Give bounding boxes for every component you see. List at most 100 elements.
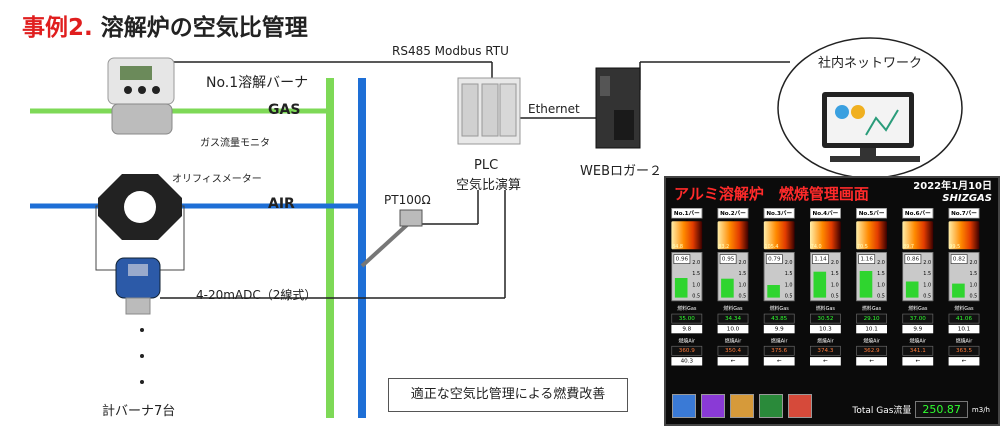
fuel-gas-value: 35.00: [671, 313, 703, 324]
flame-value: 83.2: [718, 243, 730, 250]
burner-label: No.1溶解バーナ: [206, 75, 309, 91]
temperature-value: 40.3: [671, 357, 703, 366]
flame-icon: 83.2: [717, 221, 749, 250]
title-text: 溶解炉の空気比管理: [100, 15, 308, 41]
burner-name: No.4バーナ: [810, 208, 841, 226]
fuel-gas-label: 燃料Gas: [815, 306, 835, 312]
air-ratio-value: 0.86: [904, 254, 922, 264]
burner-column: No.3バーナ105.40.792.01.51.00.5燃料Gas43.859.…: [763, 208, 795, 424]
flame-icon: 89.7: [902, 221, 934, 250]
total-gas-unit: m3/h: [971, 405, 990, 414]
pressure-value: 9.9: [902, 324, 934, 334]
home-button[interactable]: [672, 394, 696, 418]
menu-button[interactable]: [701, 394, 725, 418]
pressure-value: 10.1: [856, 324, 887, 334]
burner-name: No.2バーナ: [717, 208, 749, 226]
page-title: 事例2. 溶解炉の空気比管理: [22, 8, 308, 42]
title-prefix: 事例2.: [22, 15, 93, 41]
combustion-air-value: 341.1: [902, 345, 934, 356]
plc-sub-label: 空気比演算: [456, 178, 522, 193]
burner-name: No.3バーナ: [763, 208, 795, 226]
flame-icon: 99.5: [948, 221, 980, 250]
air-ratio-fill: [859, 271, 873, 298]
screen-button-bar: [672, 394, 812, 418]
combustion-air-label: 燃焼Air: [955, 338, 973, 344]
fuel-gas-value: 34.34: [717, 313, 749, 324]
combustion-air-value: 374.3: [810, 345, 841, 356]
network-label: 社内ネットワーク: [818, 56, 923, 71]
flame-value: 105.4: [764, 243, 779, 250]
gas-flow-monitor: [107, 57, 175, 105]
air-ratio-value: 0.79: [765, 254, 783, 264]
rs485-label: RS485 Modbus RTU: [392, 44, 509, 58]
combustion-screen: アルミ溶解炉 燃焼管理画面 2022年1月10日 SHIZGAS No.1バーナ…: [664, 176, 1000, 426]
setting-button[interactable]: [788, 394, 812, 418]
fuel-gas-label: 燃料Gas: [769, 306, 789, 312]
logger-label: WEBロガー２: [580, 164, 662, 179]
flame-icon: 84.8: [671, 221, 703, 250]
air-ratio-fill: [813, 271, 827, 298]
air-ratio-value: 0.95: [719, 254, 737, 264]
fuel-gas-value: 29.10: [856, 313, 887, 324]
signal-label: 4-20mADC（2線式）: [196, 288, 317, 302]
combustion-air-value: 375.6: [763, 345, 795, 356]
pt100-probe: [360, 222, 410, 268]
air-ratio-value: 1.16: [858, 254, 876, 264]
burner-column: No.4バーナ74.01.142.01.51.00.5燃料Gas30.5210.…: [810, 208, 841, 424]
temperature-value: ←: [717, 357, 749, 366]
pressure-value: 10.0: [717, 324, 749, 334]
burner-name: No.1バーナ: [671, 208, 703, 226]
temperature-value: ←: [810, 357, 841, 366]
pressure-value: 10.3: [810, 324, 841, 334]
total-gas-label: Total Gas流量: [852, 406, 912, 416]
air-ratio-value: 0.82: [950, 254, 968, 264]
alarm-button[interactable]: [730, 394, 754, 418]
fuel-gas-value: 30.52: [810, 313, 841, 324]
screen-date: 2022年1月10日: [913, 181, 992, 192]
air-ratio-fill: [674, 278, 688, 298]
gas-monitor-label: ガス流量モニタ: [200, 138, 270, 149]
combustion-air-value: 363.5: [948, 345, 980, 356]
fuel-gas-label: 燃料Gas: [862, 306, 882, 312]
air-ratio-value: 0.96: [673, 254, 691, 264]
combustion-air-label: 燃焼Air: [678, 338, 696, 344]
plc-label: PLC: [474, 158, 499, 173]
combustion-air-label: 燃焼Air: [724, 338, 742, 344]
burner-column: No.1バーナ84.80.962.01.51.00.5燃料Gas35.009.8…: [671, 208, 703, 424]
pt100-label: PT100Ω: [384, 193, 431, 207]
air-ratio-fill: [767, 285, 780, 298]
flame-icon: 105.4: [763, 221, 795, 250]
brand-logo: SHIZGAS: [942, 193, 992, 204]
burner-column: No.5バーナ70.51.162.01.51.00.5燃料Gas29.1010.…: [856, 208, 887, 424]
ethernet-label: Ethernet: [528, 102, 580, 116]
flame-value: 99.5: [949, 243, 961, 250]
fuel-gas-label: 燃料Gas: [723, 306, 743, 312]
combustion-air-value: 350.4: [717, 345, 749, 356]
pressure-value: 9.9: [763, 324, 795, 334]
air-ratio-fill: [905, 281, 919, 298]
fuel-gas-value: 37.00: [902, 313, 934, 324]
screen-title: アルミ溶解炉 燃焼管理画面: [674, 185, 869, 203]
trend-button[interactable]: [759, 394, 783, 418]
pressure-value: 9.8: [671, 324, 703, 334]
flame-value: 70.5: [856, 243, 868, 250]
temperature-value: ←: [948, 357, 980, 366]
burner-column: No.7バーナ99.50.822.01.51.00.5燃料Gas41.0610.…: [948, 208, 980, 424]
total-burners-label: 計バーナ7台: [102, 404, 176, 419]
flame-icon: 70.5: [856, 221, 887, 250]
gas-label: GAS: [268, 102, 301, 118]
burner-name: No.6バーナ: [902, 208, 934, 226]
improvement-note: 適正な空気比管理による燃費改善: [388, 378, 628, 412]
combustion-air-label: 燃焼Air: [770, 338, 788, 344]
combustion-air-label: 燃焼Air: [909, 338, 927, 344]
flame-value: 84.8: [672, 243, 684, 250]
total-gas: Total Gas流量 250.87 m3/h: [852, 401, 990, 418]
burner-column: No.2バーナ83.20.952.01.51.00.5燃料Gas34.3410.…: [717, 208, 749, 424]
temperature-value: ←: [763, 357, 795, 366]
orifice-label: オリフィスメーター: [172, 174, 262, 185]
